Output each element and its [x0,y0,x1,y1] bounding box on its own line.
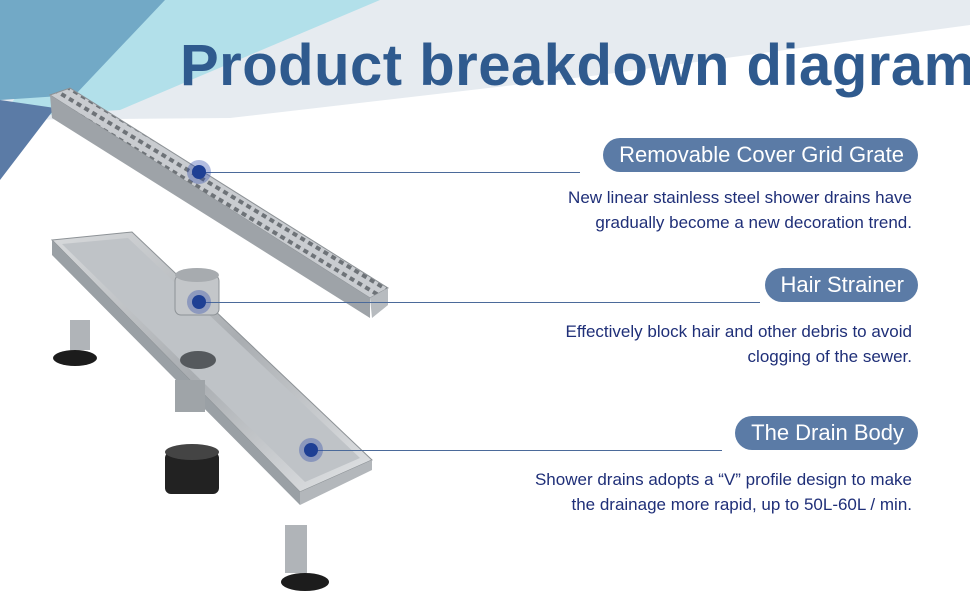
description-line: Shower drains adopts a “V” profile desig… [534,470,912,489]
part-label-drain-body: The Drain Body [735,416,918,450]
part-label-strainer: Hair Strainer [764,268,918,302]
drain-body-marker-dot [304,443,318,457]
part-description-grate: New linear stainless steel shower drains… [568,185,912,235]
strainer-leader-line [200,302,760,303]
drain-body-illustration [50,231,373,505]
part-description-strainer: Effectively block hair and other debris … [566,319,913,369]
page-title: Product breakdown diagram [180,33,970,98]
grate-marker-dot [192,165,206,179]
description-line: Effectively block hair and other debris … [565,322,913,341]
grate-leader-line [200,172,580,173]
description-line: gradually become a new decoration trend. [595,213,912,232]
description-line: New linear stainless steel shower drains… [568,188,912,207]
grate-illustration [48,87,389,318]
part-label-grate: Removable Cover Grid Grate [603,138,918,172]
strainer-marker-dot [192,295,206,309]
drain-body-leader-line [312,450,722,451]
part-description-drain-body: Shower drains adopts a “V” profile desig… [535,467,912,517]
description-line: the drainage more rapid, up to 50L-60L /… [571,495,912,514]
description-line: clogging of the sewer. [747,347,912,366]
fittings-illustration [53,320,329,591]
